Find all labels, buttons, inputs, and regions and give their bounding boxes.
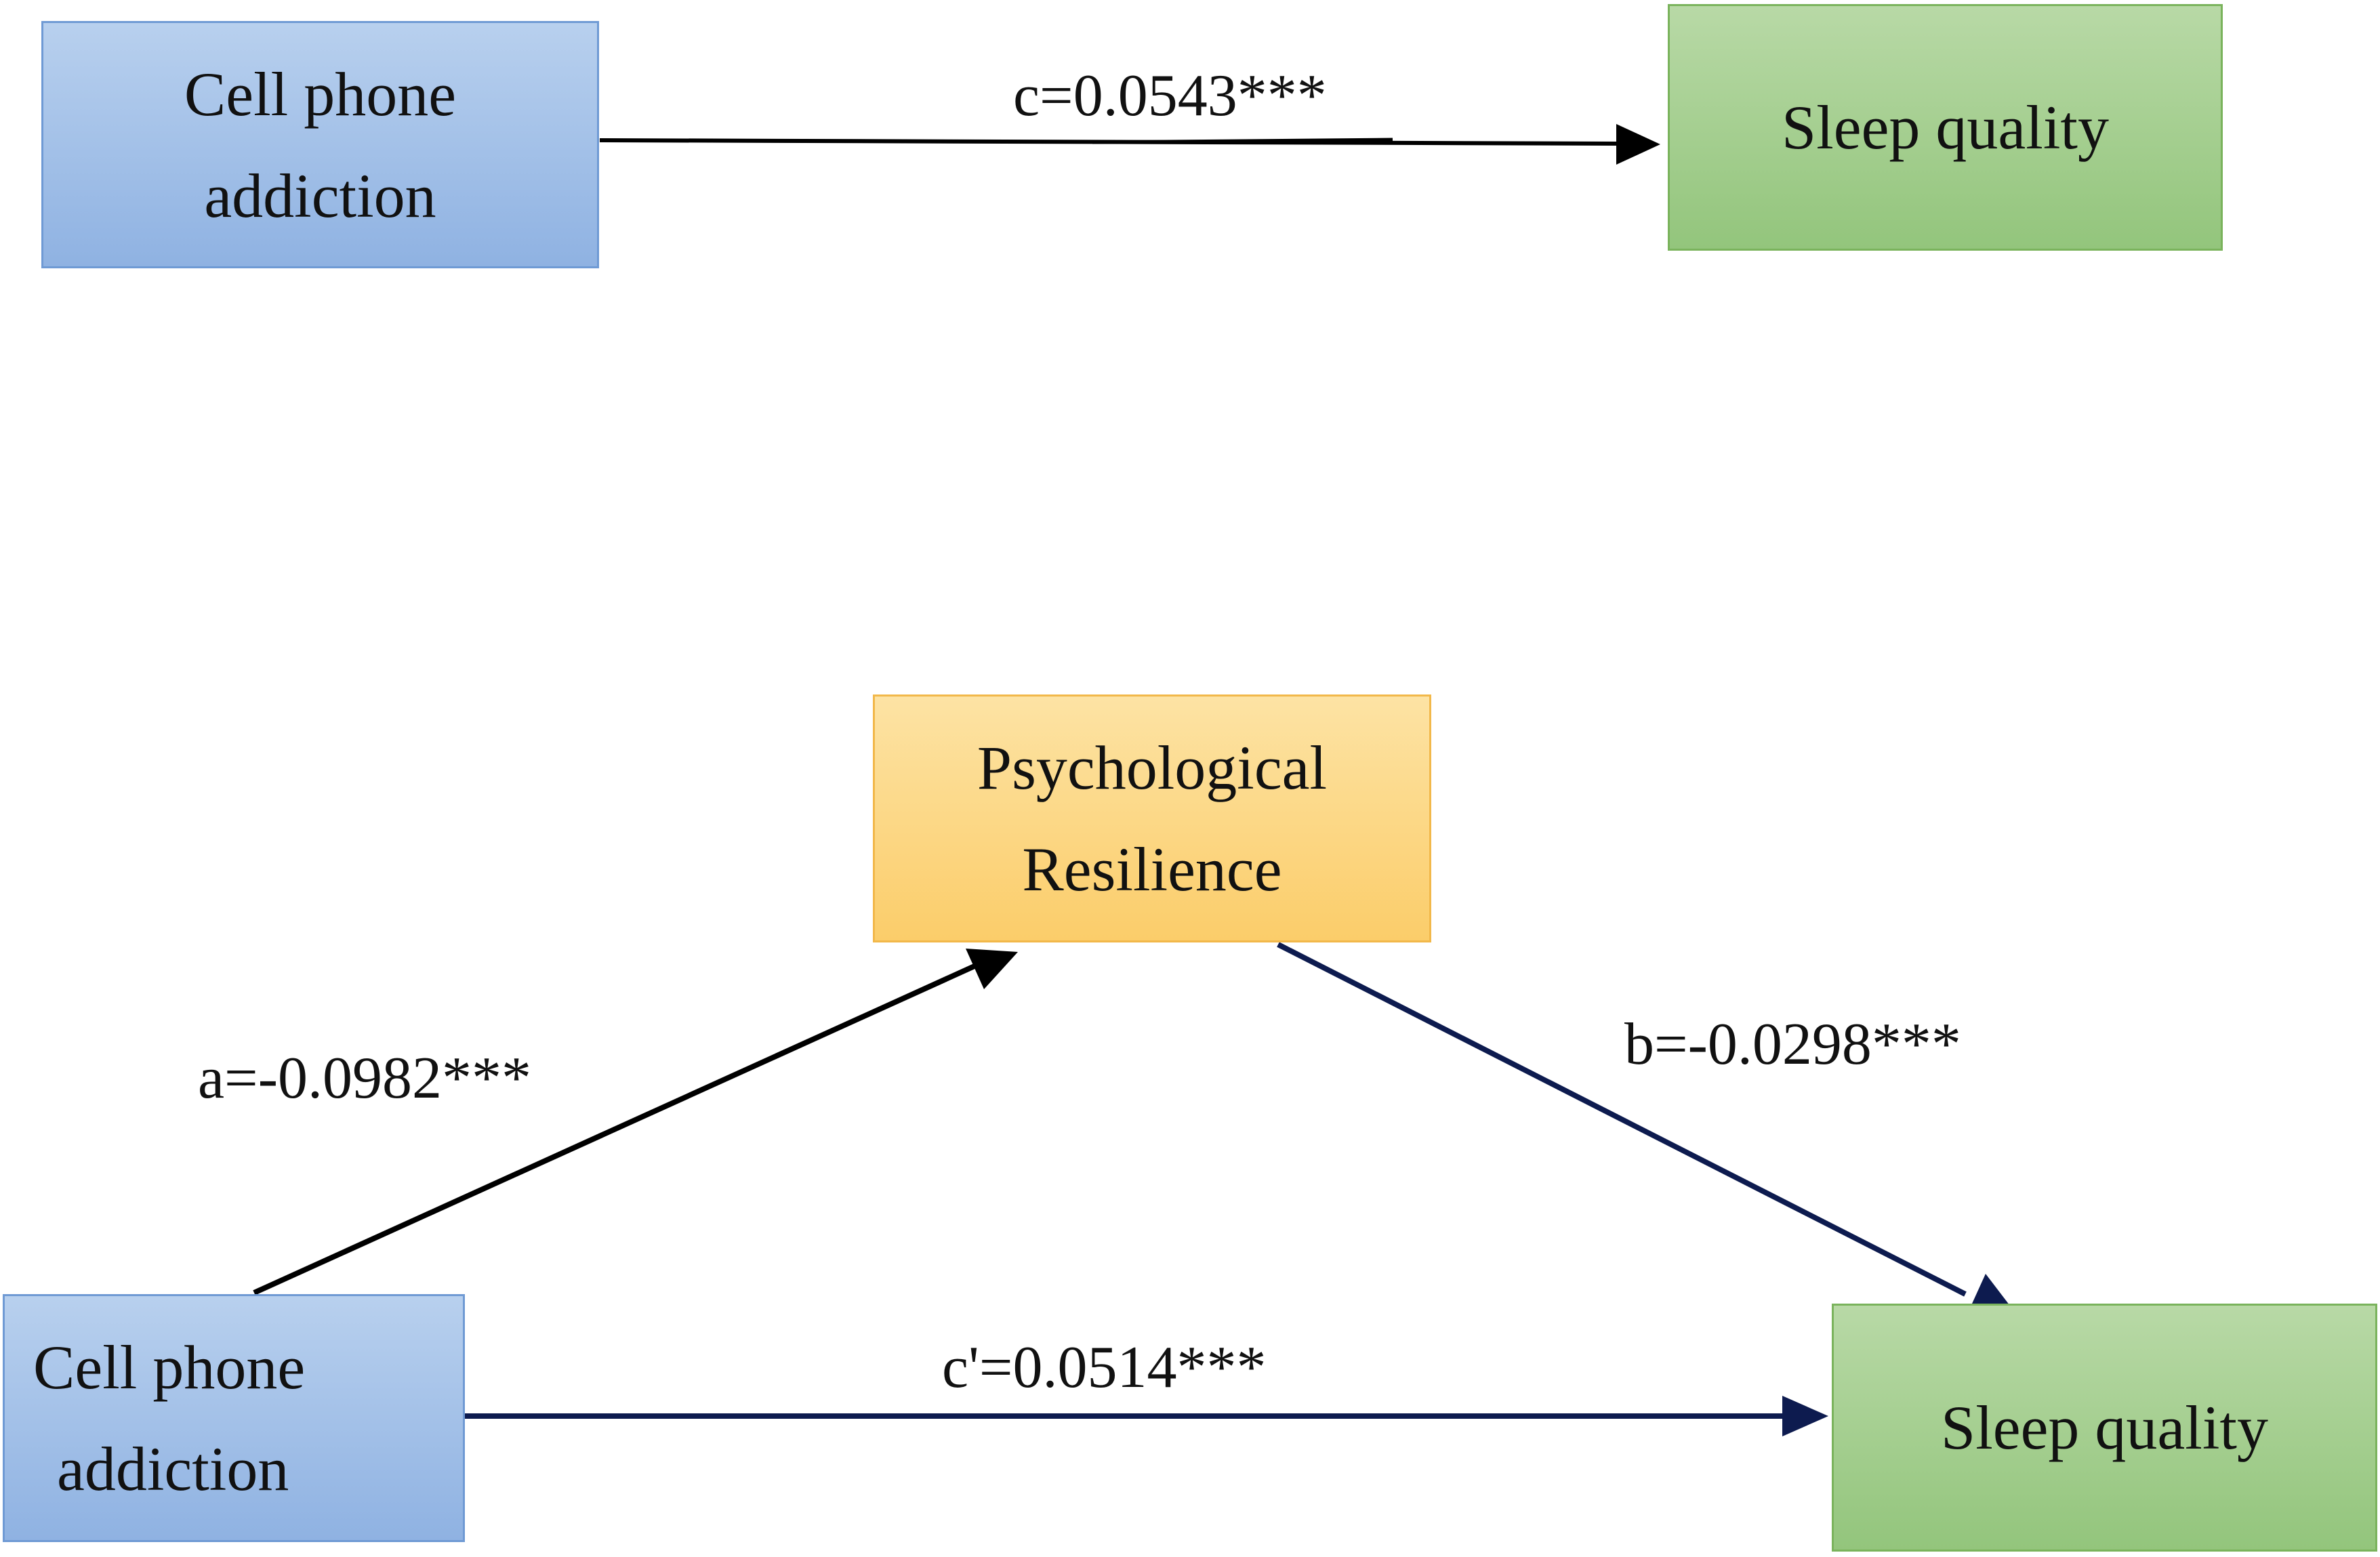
- path-c-arrowhead: [1616, 124, 1660, 165]
- path-b-arrowhead: [1969, 1274, 2014, 1311]
- top-outcome-label: Sleep quality: [1782, 93, 2109, 162]
- path-c-prime-label: c'=0.0514***: [942, 1335, 1267, 1400]
- mediator-line1: Psychological: [977, 733, 1328, 802]
- path-a-arrow: [253, 963, 977, 1295]
- mediator-box: Psychological Resilience: [873, 694, 1431, 942]
- path-a-arrowhead: [966, 949, 1018, 989]
- top-predictor-line2: addiction: [204, 161, 436, 230]
- top-predictor-line1: Cell phone: [184, 59, 457, 129]
- path-a-label: a=-0.0982***: [198, 1045, 531, 1111]
- top-predictor-box: Cell phone addiction: [41, 21, 599, 268]
- path-b-label: b=-0.0298***: [1624, 1012, 1961, 1077]
- path-c-prime-arrowhead: [1782, 1396, 1828, 1436]
- path-c-arrow-overlap: [1092, 138, 1393, 144]
- bottom-outcome-box: Sleep quality: [1832, 1304, 2377, 1552]
- mediator-line2: Resilience: [1022, 835, 1282, 904]
- bottom-predictor-line1: Cell phone: [33, 1333, 306, 1402]
- path-c-label: c=0.0543***: [1013, 63, 1327, 129]
- bottom-outcome-label: Sleep quality: [1941, 1393, 2268, 1462]
- bottom-predictor-box: Cell phone addiction: [3, 1294, 465, 1542]
- bottom-predictor-line2: addiction: [57, 1434, 289, 1503]
- top-outcome-box: Sleep quality: [1668, 4, 2223, 251]
- path-b-arrow: [1277, 942, 1967, 1297]
